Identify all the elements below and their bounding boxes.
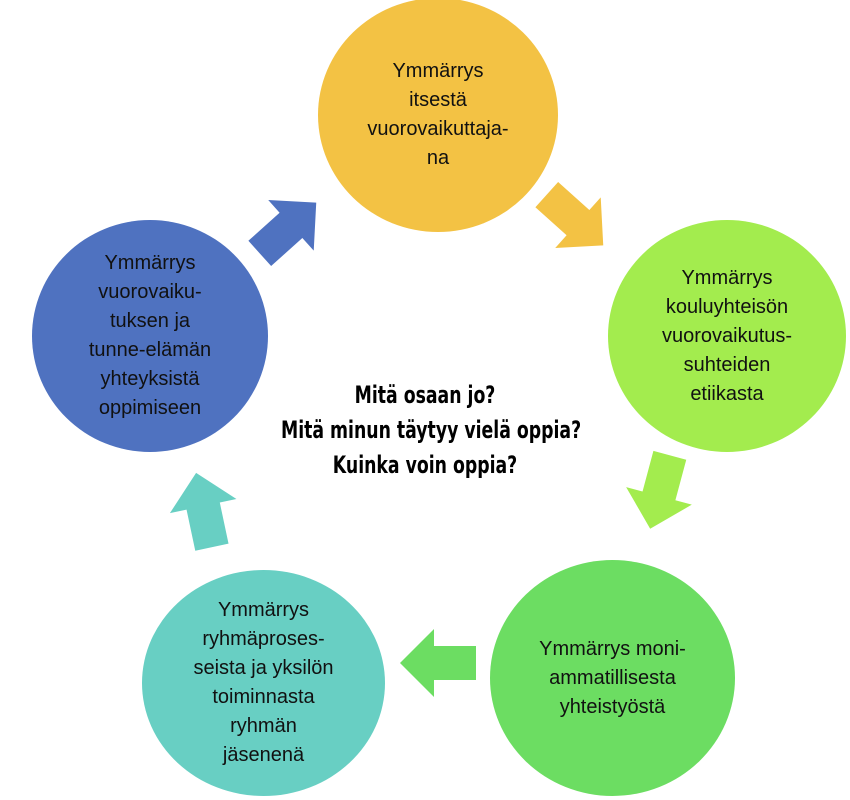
- node-school-community-ethics: Ymmärrys kouluyhteisön vuorovaikutus- su…: [608, 220, 846, 452]
- question-3: Kuinka voin oppia?: [332, 451, 518, 479]
- arrow-blue: [248, 200, 317, 267]
- node-label: Ymmärrys itsestä vuorovaikuttaja- na: [367, 60, 509, 169]
- arrow-green: [400, 629, 476, 697]
- node-group-processes: Ymmärrys ryhmäproses- seista ja yksilön …: [142, 570, 385, 796]
- arrow-lime: [626, 450, 692, 529]
- node-label: Ymmärrys vuorovaiku- tuksen ja tunne-elä…: [88, 252, 212, 419]
- question-2: Mitä minun täytyy vielä oppia?: [281, 416, 582, 444]
- arrow-teal: [169, 472, 237, 551]
- center-questions: Mitä osaan jo? Mitä minun täytyy vielä o…: [225, 378, 625, 483]
- node-label: Ymmärrys moni- ammatillisesta yhteistyös…: [539, 637, 686, 718]
- node-label: Ymmärrys kouluyhteisön vuorovaikutus- su…: [661, 266, 793, 405]
- node-label: Ymmärrys ryhmäproses- seista ja yksilön …: [193, 599, 334, 766]
- node-interaction-emotion-learning: Ymmärrys vuorovaiku- tuksen ja tunne-elä…: [32, 220, 268, 452]
- question-1: Mitä osaan jo?: [354, 381, 496, 409]
- node-multiprofessional-cooperation: Ymmärrys moni- ammatillisesta yhteistyös…: [490, 560, 735, 796]
- arrow-yellow: [535, 181, 604, 248]
- node-self-as-communicator: Ymmärrys itsestä vuorovaikuttaja- na: [318, 0, 558, 232]
